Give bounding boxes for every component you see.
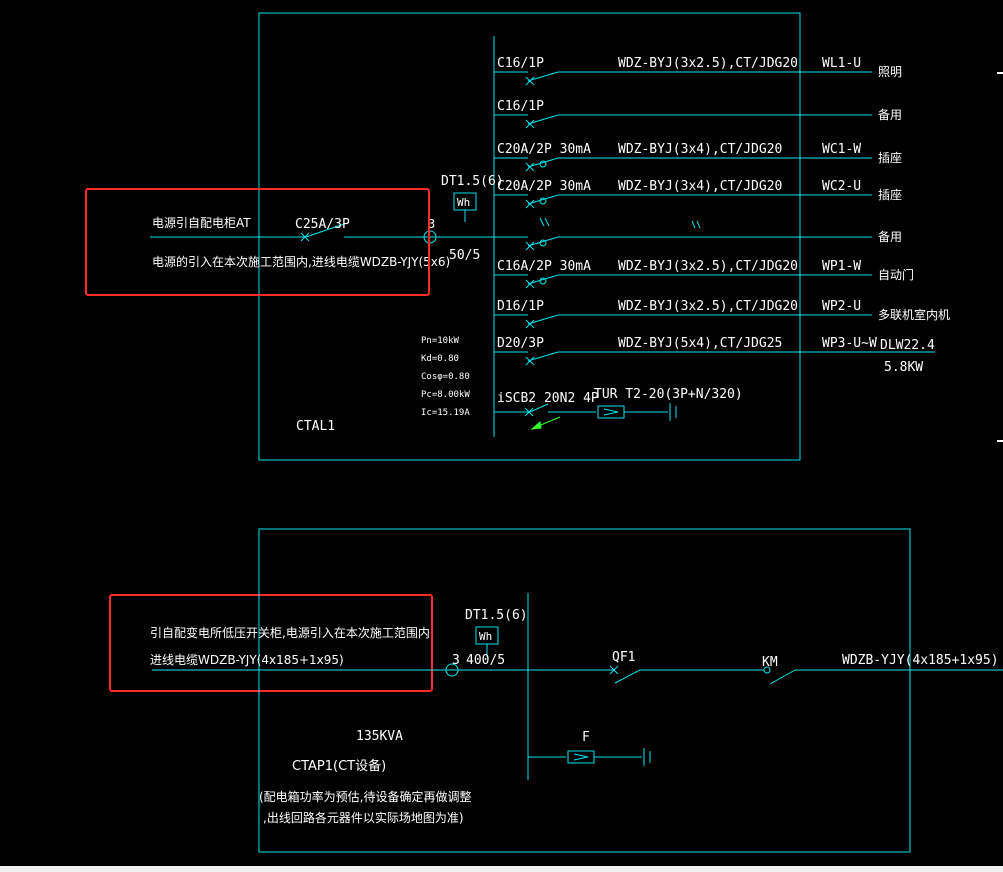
ctap1-source-line2: 进线电缆WDZB-YJY(4x185+1x95)	[150, 653, 344, 667]
ctal1-circuit-load: 插座	[878, 187, 902, 202]
ctal1-circuit-load: 自动门	[878, 267, 914, 282]
ctal1-circuit-id: WC2-U	[822, 179, 861, 194]
ctal1-name: CTAL1	[296, 419, 335, 434]
breaker-switch-symbol	[527, 114, 559, 125]
ctal1-circuit-load: 照明	[878, 65, 902, 79]
ctal1-circuit-6	[494, 274, 872, 289]
rcd-symbol	[539, 239, 547, 247]
breaker-switch-symbol	[527, 314, 559, 325]
ctal1-incoming-note: 电源的引入在本次施工范围内,进线电缆WDZB-YJY(5x6)	[152, 254, 450, 269]
ctal1-circuit-cable: WDZ-BYJ(3x4),CT/JDG20	[618, 179, 782, 194]
breaker-switch-symbol	[527, 157, 559, 168]
ctap1-capacity: 135KVA	[356, 729, 403, 744]
highlight-box-ctal1-source	[85, 188, 430, 296]
ctal1-load-extra: 5.8KW	[884, 360, 923, 375]
ctap1-spd-label: F	[582, 730, 590, 745]
ctal1-spd-branch	[494, 403, 677, 421]
ctal1-circuit-breaker: C20A/2P 30mA	[497, 179, 591, 194]
ctal1-meter-symbol: Wh	[457, 196, 470, 209]
ctap1-outgoing-cable: WDZB-YJY(4x185+1x95)	[842, 653, 999, 668]
ctap1-note-line1: (配电箱功率为预估,待设备确定再做调整	[259, 789, 472, 804]
ctal1-spd-type: TUR T2-20(3P+N/320)	[594, 387, 743, 402]
ctal1-circuit-id: WL1-U	[822, 56, 861, 71]
breaker-switch-symbol	[527, 274, 559, 285]
rcd-symbol	[539, 197, 547, 205]
rcd-symbol	[539, 277, 547, 285]
ctap1-frame	[258, 528, 911, 853]
ctal1-ct-ratio: 50/5	[449, 248, 480, 263]
viewport-edge-marks	[997, 72, 1003, 442]
ctap1-panel	[152, 528, 1003, 853]
ctap1-ct-ratio: 400/5	[466, 653, 505, 668]
ctal1-circuit-load: DLW22.4	[880, 338, 935, 353]
ctap1-ct-count: 3	[452, 653, 460, 668]
ctap1-meter-symbol: Wh	[479, 630, 492, 643]
ctal1-circuit-load: 备用	[878, 108, 902, 122]
ctal1-circuit-load: 多联机室内机	[878, 307, 950, 322]
breaker-switch-symbol	[527, 194, 559, 205]
ctal1-circuit-breaker: D16/1P	[497, 299, 544, 314]
ctal1-circuit-cable: WDZ-BYJ(5x4),CT/JDG25	[618, 336, 782, 351]
highlight-box-ctap1-source	[109, 594, 433, 692]
ctal1-circuit-8	[494, 351, 935, 366]
ctal1-circuit-id: WP1-W	[822, 259, 861, 274]
ctal1-circuit-id: WP2-U	[822, 299, 861, 314]
ctal1-circuit-breaker: C16/1P	[497, 56, 544, 71]
rcd-symbol	[539, 160, 547, 168]
ctal1-circuit-3	[494, 157, 872, 172]
ctal1-spd-breaker: iSCB2 20N2 4P	[497, 391, 599, 406]
qf1-switch-symbol	[614, 669, 641, 684]
ctal1-circuit-breaker: C20A/2P 30mA	[497, 142, 591, 157]
breaker-switch-symbol	[527, 71, 559, 82]
ctal1-meter-type: DT1.5(6)	[441, 174, 504, 189]
breaker-switch-symbol	[527, 351, 559, 362]
ctal1-param-pn: Pn=10kW	[421, 336, 460, 346]
qf1-label: QF1	[612, 650, 635, 665]
ctap1-meter-type: DT1.5(6)	[465, 608, 528, 623]
ctal1-circuit-breaker: D20/3P	[497, 336, 544, 351]
ctal1-param-pc: Pc=8.00kW	[421, 390, 470, 400]
ctal1-circuit-cable: WDZ-BYJ(3x2.5),CT/JDG20	[618, 299, 798, 314]
ctal1-circuit-5	[494, 236, 872, 251]
ctal1-main-breaker: C25A/3P	[295, 217, 350, 232]
ctal1-param-cos: Cosφ=0.80	[421, 372, 470, 382]
ctal1-ct-count: 3	[428, 217, 435, 231]
ctal1-circuit-2	[494, 114, 872, 129]
ctal1-circuit-cable: WDZ-BYJ(3x2.5),CT/JDG20	[618, 56, 798, 71]
ctal1-circuit-load: 备用	[878, 230, 902, 244]
ctal1-param-ic: Ic=15.19A	[421, 408, 470, 418]
km-contactor-symbol	[769, 669, 796, 685]
ctal1-circuit-id: WC1-W	[822, 142, 861, 157]
ctal1-circuits: C16/1P WDZ-BYJ(3x2.5),CT/JDG20 WL1-U 照明 C16/…	[494, 56, 950, 366]
ctal1-circuit-breaker: C16A/2P 30mA	[497, 259, 591, 274]
ctap1-ct-symbol	[445, 663, 459, 677]
ctal1-incoming-source: 电源引自配电柜AT	[152, 216, 251, 230]
km-label: KM	[762, 655, 778, 670]
ctap1-note-line2: ,出线回路各元器件以实际场地图为准)	[263, 810, 464, 825]
ctal1-circuit-7	[494, 314, 872, 329]
ctap1-source-line1: 引自配变电所低压开关柜,电源引入在本次施工范围内	[150, 625, 430, 640]
ctal1-circuit-1	[494, 71, 872, 86]
ctap1-name: CTAP1(CT设备)	[292, 758, 386, 774]
breaker-switch-symbol	[527, 236, 559, 247]
ctal1-circuit-breaker: C16/1P	[497, 99, 544, 114]
status-bar	[0, 866, 1003, 872]
ctal1-param-kd: Kd=0.80	[421, 354, 459, 364]
arrow-icon	[530, 416, 561, 430]
ctal1-circuit-cable: WDZ-BYJ(3x2.5),CT/JDG20	[618, 259, 798, 274]
ctal1-circuit-id: WP3-U~W	[822, 336, 877, 351]
ctal1-circuit-load: 插座	[878, 150, 902, 165]
ctal1-circuit-cable: WDZ-BYJ(3x4),CT/JDG20	[618, 142, 782, 157]
ctal1-circuit-4	[494, 194, 872, 209]
spare-tick-marks	[539, 217, 701, 229]
